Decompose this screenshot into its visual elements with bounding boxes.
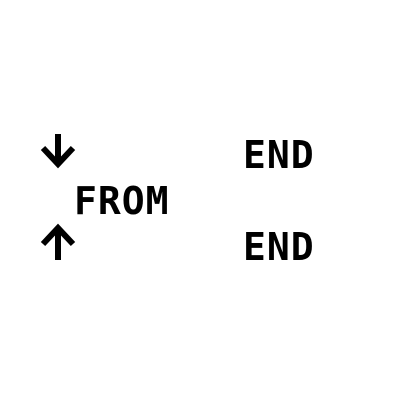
end-label-bottom: END (243, 225, 315, 269)
arrow-down-icon (40, 134, 76, 169)
from-label: FROM (74, 179, 170, 223)
arrow-up-icon (40, 223, 76, 260)
end-label-top: END (243, 133, 315, 177)
